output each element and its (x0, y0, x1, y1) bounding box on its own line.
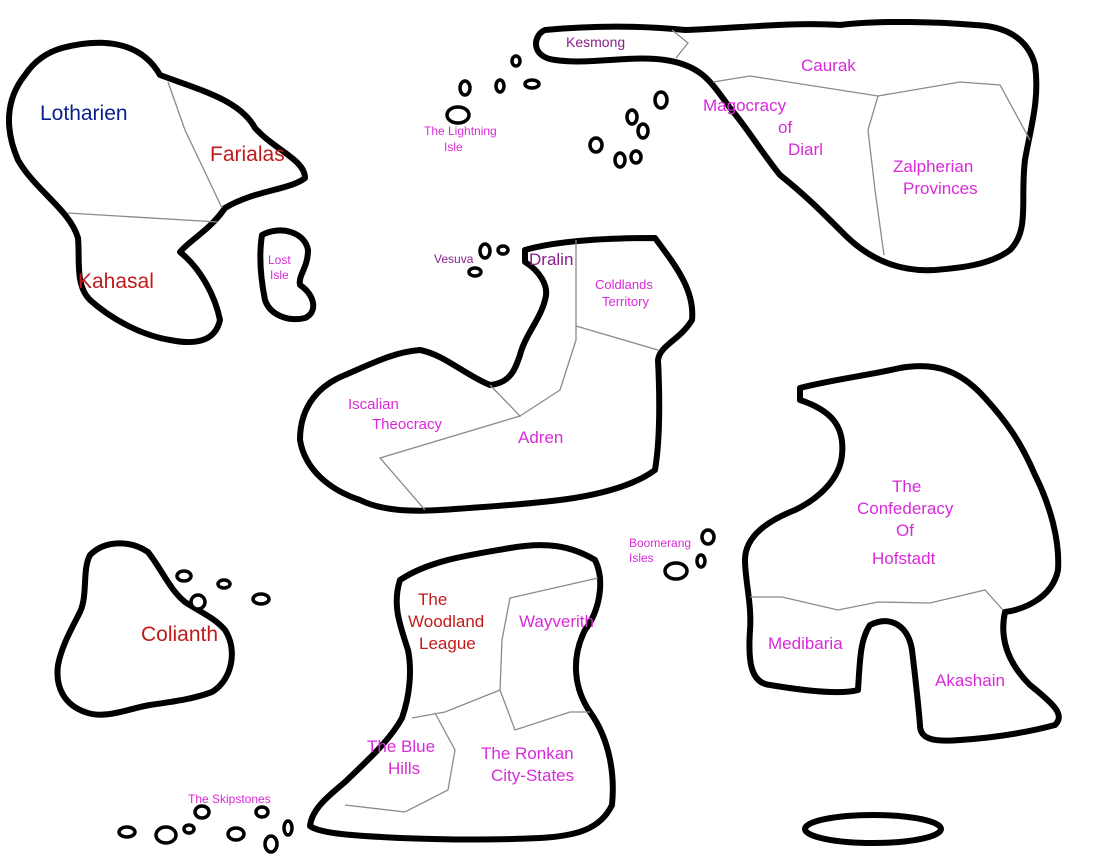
border-caurak-diarl (712, 75, 1031, 141)
label-akashain: Akashain (935, 671, 1005, 690)
border-coldlands-adren (575, 325, 659, 351)
label-dralin: Dralin (529, 250, 573, 269)
islet (613, 151, 627, 169)
label-colianth: Colianth (141, 623, 218, 646)
label-coldlands-territory: Coldlands Territory (595, 277, 656, 309)
label-ronkan-city-states: The Ronkan City-States (481, 744, 578, 785)
islet (496, 244, 510, 256)
islet (263, 834, 279, 854)
label-confederacy-of-hofstadt: The Confederacy Of Hofstadt (857, 477, 958, 568)
border-woodland-ronkan (411, 689, 501, 719)
label-adren: Adren (518, 428, 563, 447)
landmass-colianth (54, 540, 235, 718)
islet (523, 78, 541, 90)
label-wayverith: Wayverith (519, 612, 594, 631)
islet (254, 805, 270, 819)
label-blue-hills: The Blue Hills (367, 737, 440, 778)
islet (653, 90, 669, 110)
islet (226, 826, 246, 842)
islet (700, 528, 716, 546)
landmass-hofstadt (742, 363, 1062, 744)
border-kesmong (671, 29, 689, 59)
islet (629, 149, 643, 165)
label-skipstones: The Skipstones (188, 792, 271, 806)
islet (510, 54, 522, 68)
islet (663, 561, 689, 581)
islet (588, 136, 604, 154)
label-kesmong: Kesmong (566, 34, 625, 50)
label-woodland-league: The Woodland League (408, 590, 489, 653)
islet (117, 825, 137, 839)
label-lost-isle: Lost Isle (268, 253, 294, 282)
label-caurak: Caurak (801, 56, 856, 75)
label-boomerang-isles: Boomerang Isles (629, 536, 694, 565)
islet (695, 553, 707, 569)
landmass-lost-isle (257, 227, 317, 322)
landmass-central (297, 235, 696, 514)
landmass-lotharien-farialas-kahasal (6, 39, 308, 346)
label-magocracy-of-diarl: Magocracy of Diarl (703, 96, 823, 159)
landmass-south-ellipse (802, 812, 944, 846)
landmass-southwest (307, 542, 616, 843)
islet (251, 592, 271, 606)
islet (175, 569, 193, 583)
label-kahasal: Kahasal (78, 270, 154, 293)
landmass-northeast (533, 18, 1040, 274)
islet (189, 593, 207, 611)
islet (494, 78, 506, 94)
label-zalpherian-provinces: Zalpherian Provinces (893, 157, 978, 198)
border-iscalia-adren (378, 384, 522, 511)
islet (193, 804, 211, 820)
islet (445, 105, 471, 125)
label-vesuva: Vesuva (434, 252, 474, 266)
border-dralin-coldlands (519, 240, 577, 417)
islet (154, 825, 178, 845)
label-lotharien: Lotharien (40, 102, 128, 125)
islet (458, 79, 472, 97)
islet (636, 122, 650, 140)
border-lotharien-farialas (167, 81, 223, 209)
islet (478, 242, 492, 260)
islet (216, 578, 232, 590)
label-farialas: Farialas (210, 143, 285, 166)
border-bluehills-ronkan (344, 712, 456, 813)
border-hofstadt-south (750, 589, 1004, 611)
islet (625, 108, 639, 126)
label-medibaria: Medibaria (768, 634, 843, 653)
label-iscalian-theocracy: Iscalian Theocracy (348, 396, 443, 433)
islet (467, 266, 483, 278)
border-diarl-zalpheria (867, 95, 885, 256)
border-lotharien-kahasal (67, 212, 219, 223)
islet (282, 819, 294, 837)
islet (182, 823, 196, 835)
label-lightning-isle: The Lightning Isle (424, 124, 500, 154)
